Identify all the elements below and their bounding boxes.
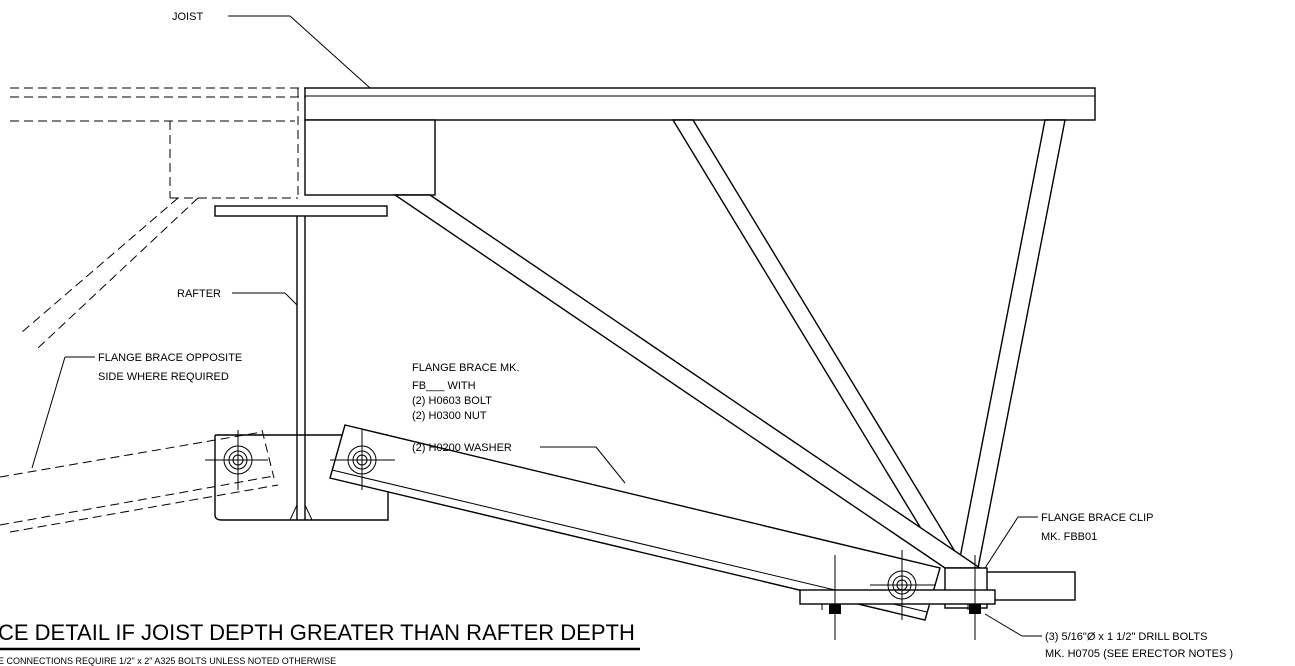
- rafter-label: RAFTER: [177, 288, 221, 300]
- flange-brace-callout-line: FB___ WITH: [412, 380, 476, 392]
- leader-lines: [31, 15, 1042, 637]
- flange-brace-callout-line: (2) H0603 BOLT: [412, 395, 492, 407]
- drill-bolts-label-line: (3) 5/16"Ø x 1 1/2" DRILL BOLTS: [1045, 631, 1208, 643]
- drill-bolts: [829, 555, 981, 640]
- flange-brace-callout-line: FLANGE BRACE MK.: [412, 362, 520, 374]
- opposite-brace-label: FLANGE BRACE OPPOSITE SIDE WHERE REQUIRE…: [98, 352, 245, 383]
- hidden-joist-lines: [0, 87, 305, 533]
- bolt-right: [870, 550, 935, 620]
- clip-label-line: FLANGE BRACE CLIP: [1041, 512, 1153, 524]
- bolt-center: [330, 430, 395, 490]
- flange-brace-callout-line: (2) H0200 WASHER: [412, 442, 512, 454]
- joist-seat: [304, 119, 436, 196]
- detail-note: E CONNECTIONS REQUIRE 1/2" x 2" A325 BOL…: [0, 656, 336, 666]
- detail-title: CE DETAIL IF JOIST DEPTH GREATER THAN RA…: [0, 620, 635, 645]
- rafter: [214, 205, 389, 521]
- joist-label: JOIST: [172, 11, 203, 23]
- opposite-brace-label-line: SIDE WHERE REQUIRED: [98, 371, 229, 383]
- opposite-brace-label-line: FLANGE BRACE OPPOSITE: [98, 352, 242, 364]
- clip-label-line: MK. FBB01: [1041, 531, 1097, 543]
- drill-bolts-label: (3) 5/16"Ø x 1 1/2" DRILL BOLTS MK. H070…: [1045, 631, 1233, 660]
- flange-brace-callout-line: (2) H0300 NUT: [412, 410, 487, 422]
- flange-brace-clip: [799, 567, 1076, 610]
- bolt-left: [205, 430, 268, 490]
- flange-brace-callout: FLANGE BRACE MK. FB___ WITH (2) H0603 BO…: [412, 362, 523, 454]
- clip-label: FLANGE BRACE CLIP MK. FBB01: [1041, 512, 1156, 543]
- joist-top-chord: [304, 87, 1096, 121]
- drill-bolts-label-line: MK. H0705 (SEE ERECTOR NOTES ): [1045, 648, 1233, 660]
